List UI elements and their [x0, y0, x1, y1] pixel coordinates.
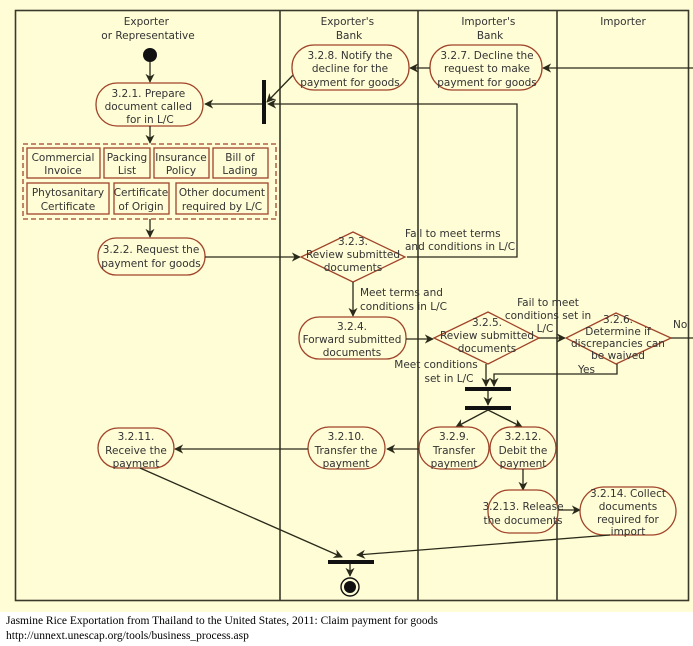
lane-header-exporters-bank: Exporter's Bank [321, 16, 378, 42]
join-bar [465, 387, 511, 391]
activity-3-2-10[interactable] [307, 426, 386, 470]
flow-328-to-merge [266, 71, 297, 103]
doc-bill-of-lading [212, 147, 269, 179]
flow-3214-to-final-join [356, 534, 611, 559]
decision-3-2-6[interactable] [564, 312, 673, 365]
fork-bar [465, 406, 511, 410]
merge-bar [262, 80, 266, 124]
flow-fork-to-329 [455, 409, 489, 428]
end-node-core [344, 581, 356, 593]
doc-commercial-invoice [26, 147, 101, 179]
swimlane-frame [14, 9, 690, 602]
flow-3211-to-final-join [139, 467, 343, 558]
activity-3-2-4[interactable] [298, 316, 407, 360]
activity-3-2-11[interactable] [97, 427, 175, 469]
lane-header-importers-bank: Importer's Bank [461, 16, 518, 42]
start-node [143, 48, 157, 62]
guard-yes: Yes [577, 364, 595, 376]
flow-fork-to-3212 [487, 409, 523, 428]
flow-326-yes-to-join [489, 364, 618, 387]
activity-diagram: Exporter or Representative Exporter's Ba… [0, 0, 693, 612]
flow-fail-terms-to-merge [267, 99, 518, 258]
document-group [22, 143, 277, 220]
final-join-bar [328, 560, 374, 564]
activity-3-2-9[interactable] [418, 426, 490, 470]
doc-insurance-policy [153, 147, 210, 179]
activity-3-2-8[interactable] [291, 44, 410, 91]
doc-packing-list [103, 147, 151, 179]
doc-other-document [175, 182, 269, 215]
lane-header-importer: Importer [600, 16, 646, 28]
activity-3-2-1-label: 3.2.1. Prepare document called for in L/… [105, 88, 196, 126]
caption-url[interactable]: http://unnext.unescap.org/tools/business… [6, 630, 249, 642]
activity-3-2-13[interactable] [487, 489, 559, 534]
doc-certificate-of-origin [113, 182, 170, 215]
decision-3-2-5[interactable] [432, 311, 541, 365]
figure-caption: Jasmine Rice Exportation from Thailand t… [6, 614, 438, 644]
caption-title: Jasmine Rice Exportation from Thailand t… [6, 615, 438, 627]
activity-3-2-14[interactable] [579, 486, 677, 536]
doc-phytosanitary-certificate [26, 182, 110, 215]
lane-header-exporter: Exporter or Representative [101, 16, 194, 42]
guard-no: No [673, 319, 687, 331]
